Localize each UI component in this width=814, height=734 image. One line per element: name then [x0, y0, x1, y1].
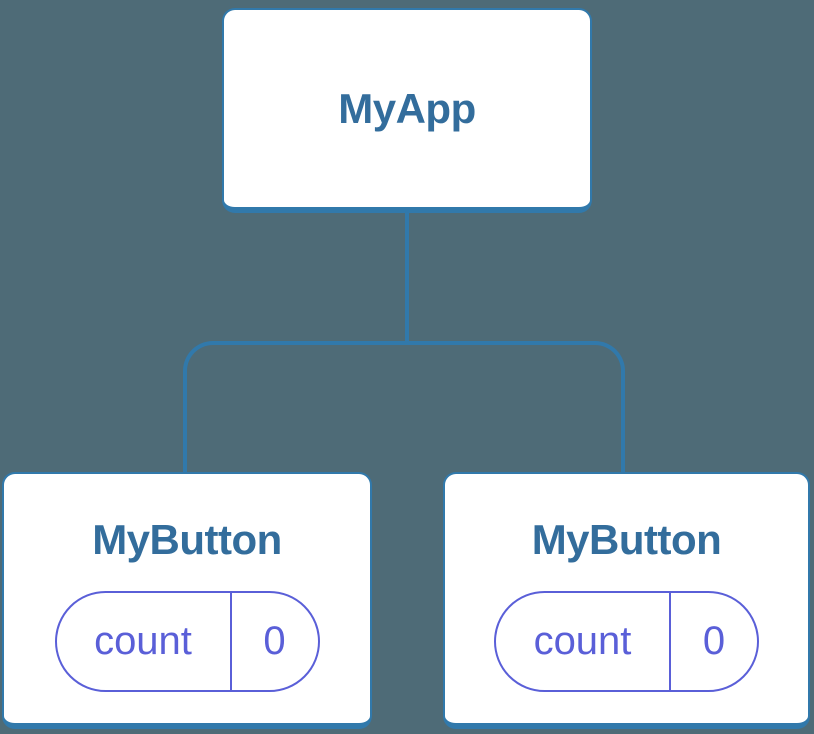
child-node-label: MyButton: [531, 516, 722, 563]
state-key-label: count: [57, 593, 232, 690]
state-value-label: 0: [263, 619, 286, 663]
child-node-card-right: MyButton count 0: [443, 472, 810, 729]
state-key-label: count: [496, 593, 671, 690]
state-pill: count 0: [494, 591, 759, 692]
child-node-card-left: MyButton count 0: [2, 472, 372, 729]
connector-stem-line: [405, 210, 409, 344]
state-value-label: 0: [702, 619, 726, 663]
child-node-label: MyButton: [92, 516, 282, 563]
root-node-card: MyApp: [222, 8, 592, 213]
connector-branch-line: [183, 341, 625, 472]
root-node-label: MyApp: [338, 84, 476, 132]
state-pill: count 0: [54, 591, 320, 692]
